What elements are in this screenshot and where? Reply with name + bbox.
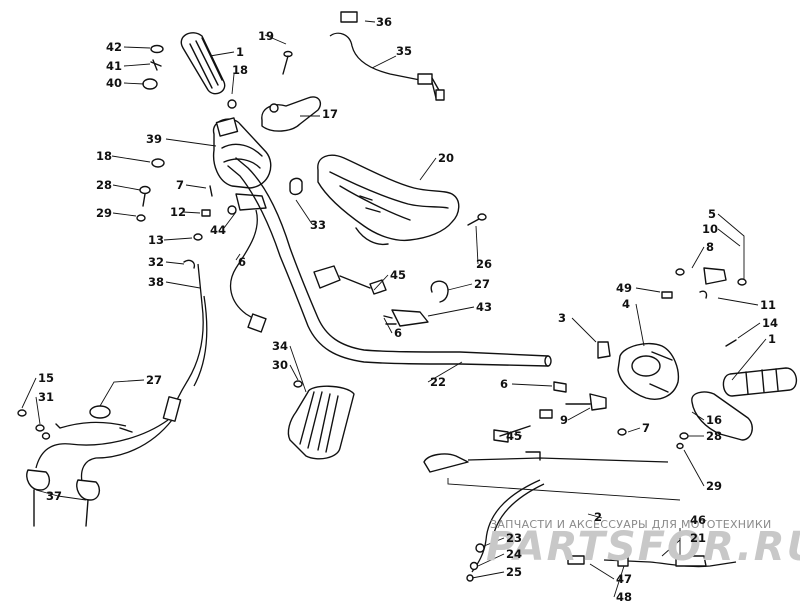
callout-6-right: 6 (500, 377, 508, 391)
small-parts-left-column (136, 158, 237, 269)
switches-6-9-45-right (493, 381, 607, 443)
leader-lines (21, 20, 767, 598)
callout-33: 33 (310, 218, 326, 232)
callout-22: 22 (430, 375, 446, 389)
right-grip-1 (722, 367, 797, 397)
callout-30: 30 (272, 358, 288, 372)
clamp-27-center (430, 280, 449, 303)
callout-45-right: 45 (506, 429, 522, 443)
switch-assembly-45 (313, 265, 387, 295)
callout-6-center: 6 (394, 326, 402, 340)
left-grip (180, 32, 226, 95)
bolt-26 (467, 213, 487, 226)
callout-31: 31 (38, 390, 54, 404)
callout-42: 42 (106, 40, 122, 54)
callout-41: 41 (106, 59, 122, 73)
callout-35: 35 (396, 44, 412, 58)
callout-47: 47 (616, 572, 632, 586)
brake-lever-16 (691, 391, 753, 441)
callout-17: 17 (322, 107, 338, 121)
connector-36 (340, 11, 358, 23)
callout-1-right-grip: 1 (768, 332, 776, 346)
callout-43: 43 (476, 300, 492, 314)
cable-splitter-27 (55, 405, 133, 433)
callout-46: 46 (690, 513, 706, 527)
clip-33 (289, 177, 303, 196)
callout-7-left: 7 (176, 178, 184, 192)
callout-39: 39 (146, 132, 162, 146)
callout-23: 23 (506, 531, 522, 545)
throttle-lever-17 (261, 96, 322, 132)
callout-2: 2 (594, 510, 602, 524)
callout-48: 48 (616, 590, 632, 604)
callout-9: 9 (560, 413, 568, 427)
handlebar-pad-20 (317, 154, 460, 246)
switch-44-and-cable-6 (229, 193, 267, 333)
callout-27-center: 27 (474, 277, 490, 291)
bolt-19 (282, 50, 293, 75)
wire-harness-35 (329, 32, 445, 101)
callout-16: 16 (706, 413, 722, 427)
callout-20: 20 (438, 151, 454, 165)
throttle-housing-34 (287, 380, 355, 460)
callout-15: 15 (38, 371, 54, 385)
callout-labels: 42 1 19 36 41 18 35 40 17 39 18 20 7 28 … (38, 15, 778, 604)
callout-28-left: 28 (96, 178, 112, 192)
callout-21: 21 (690, 531, 706, 545)
callout-1-left-grip: 1 (236, 45, 244, 59)
callout-19: 19 (258, 29, 274, 43)
watermark-caption: ЗАПЧАСТИ И АКСЕССУАРЫ ДЛЯ МОТОТЕХНИКИ (490, 518, 772, 531)
watermark: ЗАПЧАСТИ И АКСЕССУАРЫ ДЛЯ МОТОТЕХНИКИ PA… (486, 518, 800, 570)
callout-24: 24 (506, 547, 522, 561)
choke-cable-2 (466, 479, 737, 582)
callout-29-left: 29 (96, 206, 112, 220)
callout-27-left: 27 (146, 373, 162, 387)
callout-4: 4 (622, 297, 630, 311)
callout-28-right: 28 (706, 429, 722, 443)
callout-8: 8 (706, 240, 714, 254)
callout-38: 38 (148, 275, 164, 289)
callout-18-top: 18 (232, 63, 248, 77)
callout-18-left: 18 (96, 149, 112, 163)
callout-25: 25 (506, 565, 522, 579)
hardware-15-31 (17, 409, 51, 440)
right-control-housing-4 (617, 342, 680, 400)
callout-10: 10 (702, 222, 718, 236)
callout-7-right: 7 (642, 421, 650, 435)
callout-34: 34 (272, 339, 288, 353)
callout-40: 40 (106, 76, 122, 90)
callout-3: 3 (558, 311, 566, 325)
switch-43 (383, 309, 429, 327)
callout-6-left: 6 (238, 255, 246, 269)
right-hardware (597, 267, 747, 450)
callout-14: 14 (762, 316, 778, 330)
brake-lever-housing (212, 99, 272, 189)
handlebar-22 (227, 157, 552, 367)
callout-13: 13 (148, 233, 164, 247)
watermark-logo: PARTSFOR.RU (486, 524, 800, 570)
callout-44: 44 (210, 223, 226, 237)
callout-49: 49 (616, 281, 632, 295)
hardware-stack-42-41-40 (142, 44, 164, 90)
callout-26: 26 (476, 257, 492, 271)
callout-37: 37 (46, 489, 62, 503)
callout-36: 36 (376, 15, 392, 29)
callout-45-center: 45 (390, 268, 406, 282)
callout-12: 12 (170, 205, 186, 219)
brake-cable-right (423, 451, 669, 473)
callout-11: 11 (760, 298, 776, 312)
throttle-cable-38 (26, 263, 208, 527)
callout-5: 5 (708, 207, 716, 221)
callout-29-right: 29 (706, 479, 722, 493)
callout-32: 32 (148, 255, 164, 269)
